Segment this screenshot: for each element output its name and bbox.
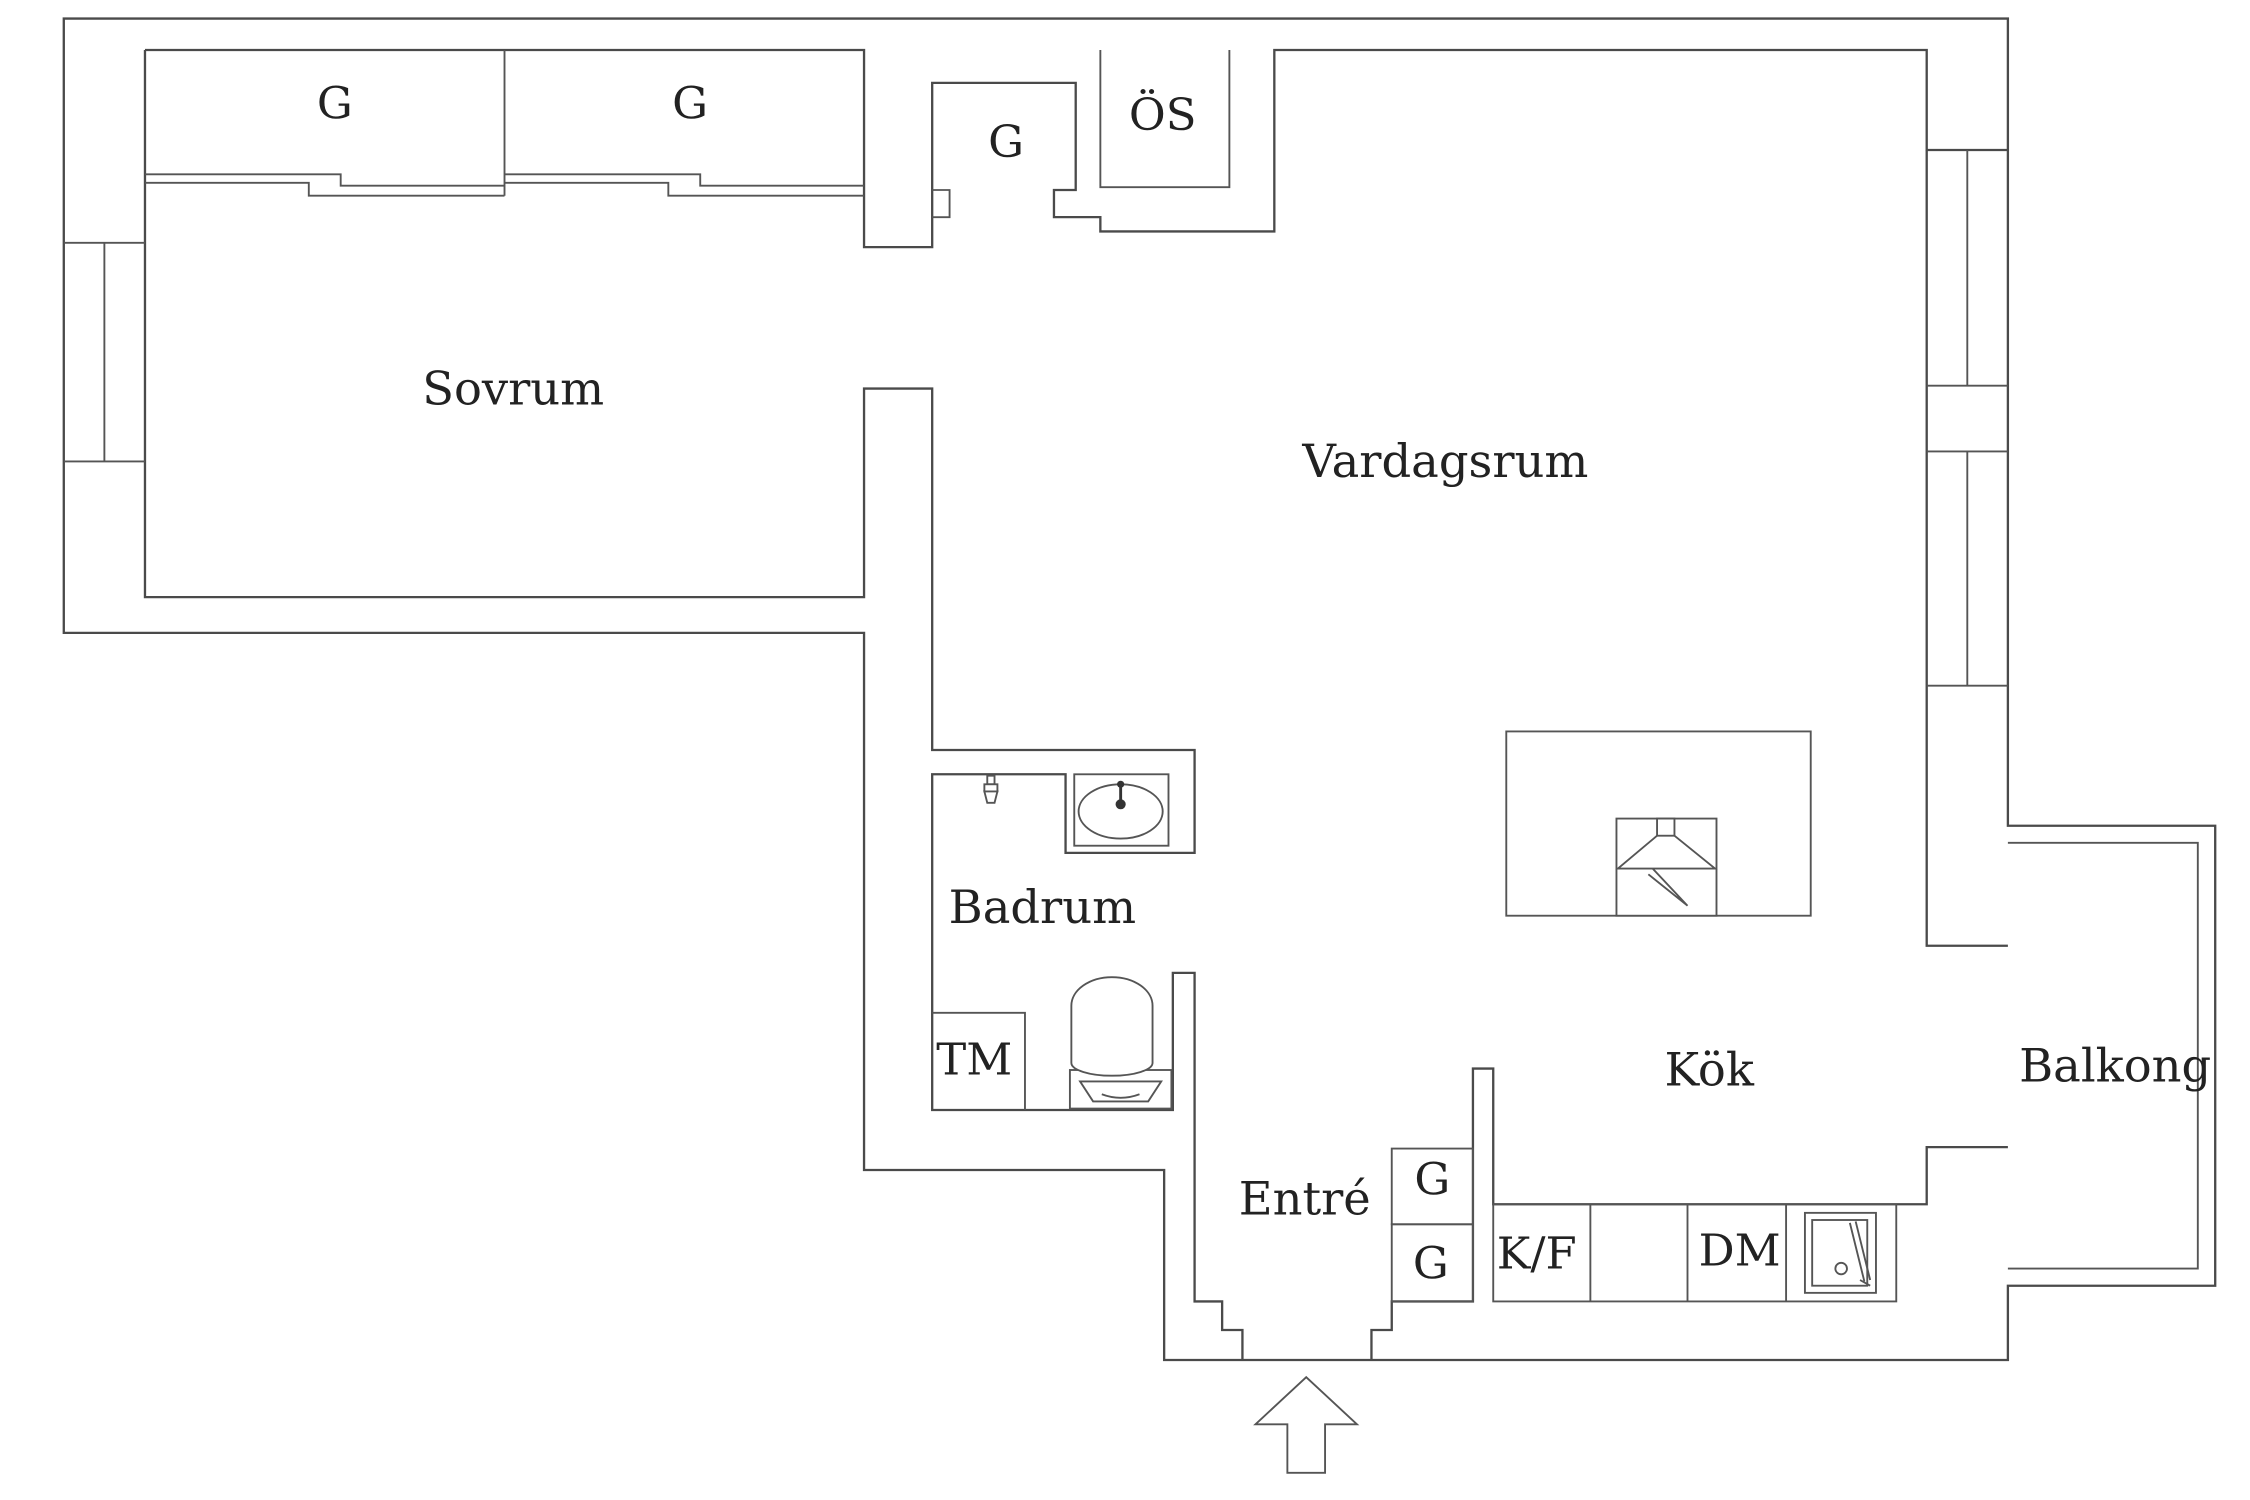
outer-walls — [62, 17, 2217, 1362]
label-kok: Kök — [1665, 1043, 1756, 1097]
closet-entre — [1390, 1147, 1474, 1303]
room-labels: Sovrum Vardagsrum Badrum Kök Entré Balko… — [422, 362, 2211, 1226]
appliance-labels: TM K/F DM — [936, 1034, 1780, 1280]
sink-icon — [1073, 773, 1170, 847]
label-balkong: Balkong — [2019, 1039, 2211, 1093]
closet-hall — [932, 189, 951, 219]
label-g-entre-bottom: G — [1413, 1238, 1449, 1290]
balcony-railing — [2007, 841, 2199, 1270]
label-g-entre-top: G — [1414, 1154, 1450, 1206]
label-sovrum: Sovrum — [422, 362, 604, 416]
label-entre: Entré — [1239, 1172, 1371, 1226]
label-os: ÖS — [1129, 88, 1197, 141]
storage-labels: G G G ÖS G G — [317, 78, 1450, 1290]
window-left — [63, 241, 145, 463]
wardrobes-bedroom — [144, 50, 865, 197]
label-kf: K/F — [1497, 1228, 1577, 1280]
shower-icon — [983, 774, 999, 804]
kitchen-island — [1505, 730, 1812, 917]
closet-os — [1099, 50, 1231, 189]
window-right — [1926, 150, 2008, 687]
label-tm: TM — [936, 1034, 1012, 1086]
kitchen-sink-icon — [1803, 1211, 1877, 1294]
washing-machine — [932, 1011, 1026, 1110]
kitchen-counter — [1492, 1203, 1898, 1303]
label-g-wardrobe-1: G — [317, 78, 353, 130]
label-g-wardrobe-2: G — [672, 78, 708, 130]
toilet-icon — [1068, 976, 1173, 1110]
entrance-arrow-icon — [1253, 1375, 1360, 1474]
label-vardagsrum: Vardagsrum — [1301, 434, 1588, 488]
label-badrum: Badrum — [949, 880, 1136, 934]
label-dm: DM — [1699, 1225, 1781, 1277]
label-g-hall: G — [988, 116, 1024, 168]
